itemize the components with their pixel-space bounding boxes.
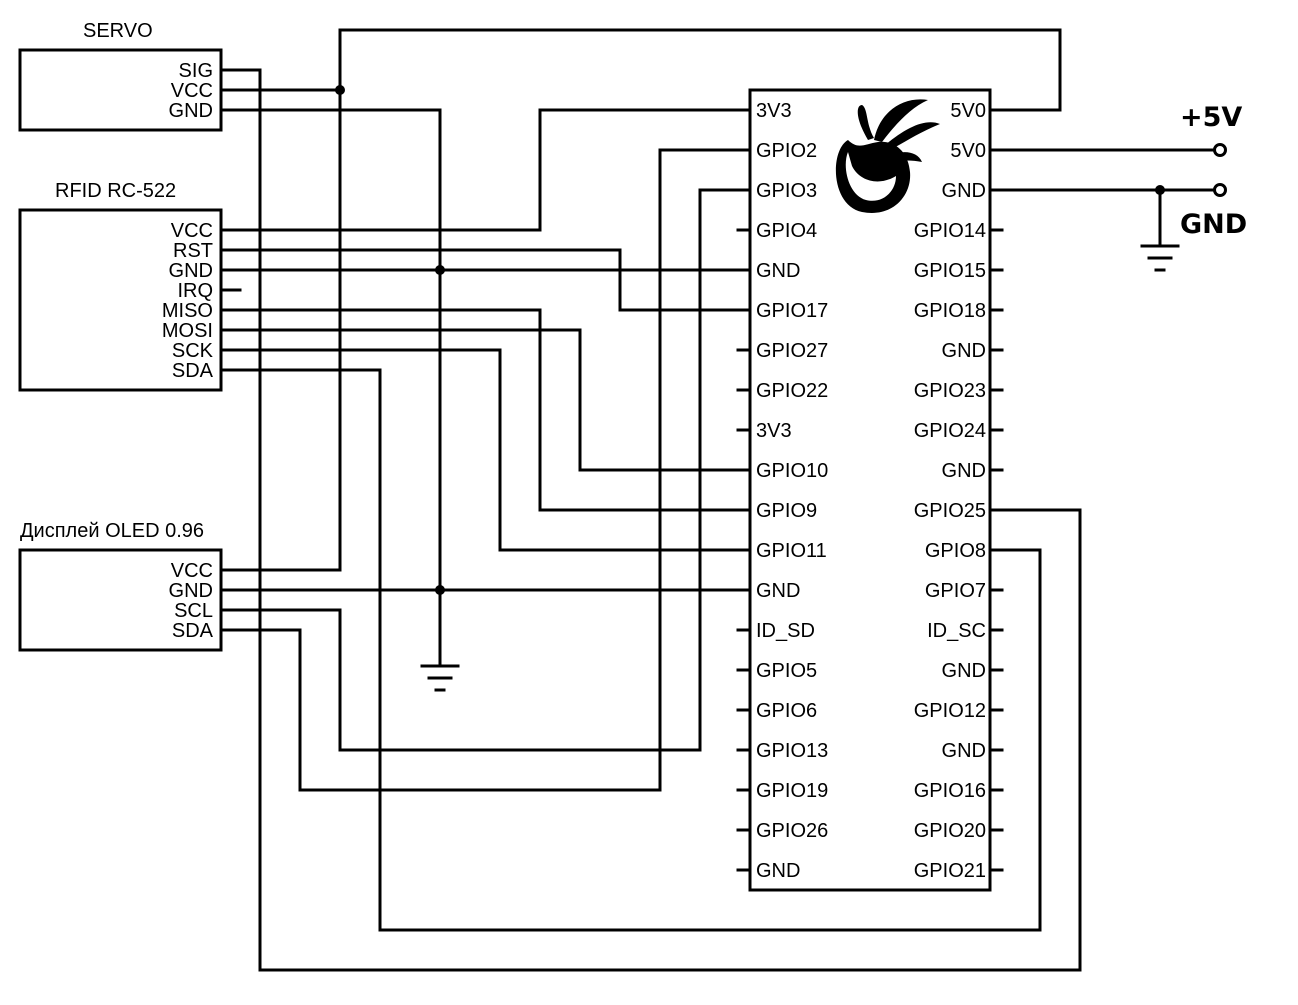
pi-left-pin-label: GPIO5 xyxy=(756,660,817,682)
terminal-gnd xyxy=(1213,183,1227,197)
wire-rfid-rst xyxy=(219,248,752,312)
pi-left-pin-label: GND xyxy=(756,260,800,282)
pi-right-pin-label: GPIO25 xyxy=(914,500,986,522)
pi-left-pin-label: GPIO27 xyxy=(756,340,828,362)
rfid-pin-mosi: MOSI xyxy=(162,320,213,342)
label-gnd: GND xyxy=(1180,209,1247,240)
oled-pin-vcc: VCC xyxy=(171,560,213,582)
wire-servo-gnd xyxy=(219,108,442,667)
junction-dot xyxy=(1155,185,1165,195)
servo-pin-vcc: VCC xyxy=(171,80,213,102)
servo-title: SERVO xyxy=(83,20,153,42)
pi-right-pin-label: GPIO7 xyxy=(925,580,986,602)
pi-left-pin-label: GPIO9 xyxy=(756,500,817,522)
wire-rfid-sda xyxy=(219,368,1042,932)
pi-left-pin-label: 3V3 xyxy=(756,100,792,122)
pi-left-pin-label: GND xyxy=(756,580,800,602)
oled-pin-gnd: GND xyxy=(169,580,213,602)
raspberry-pi-header: 3V3GPIO2GPIO3GPIO4GNDGPIO17GPIO27GPIO223… xyxy=(736,88,1004,892)
oled-title: Дисплей OLED 0.96 xyxy=(20,520,204,542)
wire-5v-rail-vertical xyxy=(219,28,1062,572)
pi-left-pin-label: GPIO10 xyxy=(756,460,828,482)
pi-left-pin-label: GPIO13 xyxy=(756,740,828,762)
rfid-pin-irq: IRQ xyxy=(177,280,213,302)
servo-pin-gnd: GND xyxy=(169,100,213,122)
ground-symbol xyxy=(1140,244,1180,272)
pi-left-pin-label: GPIO11 xyxy=(756,540,827,562)
wire-rfid-sck xyxy=(219,348,752,552)
pi-left-pin-label: GPIO6 xyxy=(756,700,817,722)
oled-pin-scl: SCL xyxy=(174,600,213,622)
rfid-title: RFID RC-522 xyxy=(55,180,176,202)
pi-right-pin-label: GND xyxy=(942,660,986,682)
pi-right-pin-label: GND xyxy=(942,740,986,762)
pi-left-pin-label: GPIO22 xyxy=(756,380,828,402)
label-plus5v: +5V xyxy=(1180,102,1242,133)
pi-left-pin-label: GPIO2 xyxy=(756,140,817,162)
pi-left-pin-label: ID_SD xyxy=(756,620,815,642)
pi-left-pin-label: GPIO17 xyxy=(756,300,828,322)
oled-pin-sda: SDA xyxy=(172,620,214,642)
pi-right-pin-label: GPIO8 xyxy=(925,540,986,562)
pi-right-pin-label: GND xyxy=(942,460,986,482)
rfid-pin-miso: MISO xyxy=(162,300,213,322)
rfid-pin-gnd: GND xyxy=(169,260,213,282)
pi-right-pin-label: GPIO16 xyxy=(914,780,986,802)
wire-oled-sda xyxy=(219,148,752,792)
raspberry-logo-icon xyxy=(835,99,940,213)
rfid-module: RFID RC-522 VCC RST GND IRQ MISO MOSI SC… xyxy=(18,180,223,392)
pi-right-pin-label: GPIO15 xyxy=(914,260,986,282)
wire-rfid-mosi xyxy=(219,328,752,472)
pi-right-pin-label: GPIO14 xyxy=(914,220,986,242)
wire-servo-sig xyxy=(219,68,1082,972)
terminal-5v xyxy=(1213,143,1227,157)
pi-left-pin-label: 3V3 xyxy=(756,420,792,442)
wire-rfid-miso xyxy=(219,308,752,512)
wires xyxy=(219,28,1216,972)
wire-rfid-vcc xyxy=(219,108,752,232)
oled-module: Дисплей OLED 0.96 VCC GND SCL SDA xyxy=(18,520,223,652)
wire-oled-scl xyxy=(219,188,752,752)
pi-right-pin-label: 5V0 xyxy=(950,140,986,162)
ground-symbol xyxy=(420,664,460,692)
pi-pin-list: 3V3GPIO2GPIO3GPIO4GNDGPIO17GPIO27GPIO223… xyxy=(736,100,1004,882)
junction-dot xyxy=(435,585,445,595)
pi-left-pin-label: GPIO26 xyxy=(756,820,828,842)
pi-right-pin-label: GPIO23 xyxy=(914,380,986,402)
pi-left-pin-label: GPIO3 xyxy=(756,180,817,202)
junctions xyxy=(335,85,1165,595)
rfid-pin-vcc: VCC xyxy=(171,220,213,242)
servo-module: SERVO SIG VCC GND xyxy=(18,20,223,132)
pi-right-pin-label: GPIO21 xyxy=(914,860,986,882)
pi-right-pin-label: 5V0 xyxy=(950,100,986,122)
pi-left-pin-label: GPIO4 xyxy=(756,220,817,242)
pi-right-pin-label: ID_SC xyxy=(927,620,986,642)
pi-right-pin-label: GPIO12 xyxy=(914,700,986,722)
junction-dot xyxy=(435,265,445,275)
pi-right-pin-label: GPIO18 xyxy=(914,300,986,322)
servo-pin-sig: SIG xyxy=(179,60,213,82)
pi-right-pin-label: GND xyxy=(942,340,986,362)
rfid-pin-sda: SDA xyxy=(172,360,214,382)
pi-right-pin-label: GPIO24 xyxy=(914,420,986,442)
pi-left-pin-label: GPIO19 xyxy=(756,780,828,802)
pi-right-pin-label: GND xyxy=(942,180,986,202)
rfid-pin-rst: RST xyxy=(173,240,213,262)
junction-dot xyxy=(335,85,345,95)
pi-right-pin-label: GPIO20 xyxy=(914,820,986,842)
pi-left-pin-label: GND xyxy=(756,860,800,882)
rfid-pin-sck: SCK xyxy=(172,340,214,362)
